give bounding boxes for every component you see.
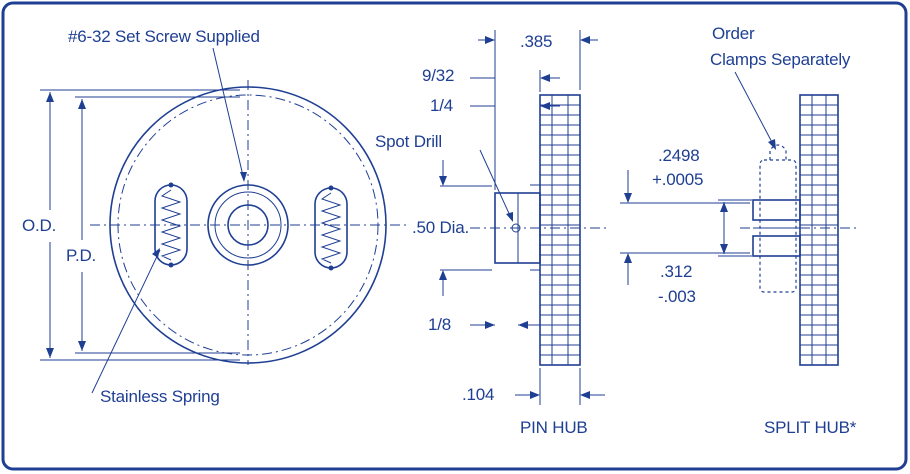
dim-385-label: .385 — [520, 32, 553, 51]
right-spring-slot — [314, 185, 348, 271]
pin-hub-view — [439, 30, 610, 405]
front-view — [40, 47, 410, 394]
order-clamps-label-2: Clamps Separately — [710, 50, 851, 69]
left-spring-slot — [154, 182, 188, 268]
stainless-spring-label: Stainless Spring — [100, 387, 220, 406]
dim-0005-label: +.0005 — [652, 170, 704, 189]
split-hub-label: SPLIT HUB* — [764, 418, 857, 437]
set-screw-label: #6-32 Set Screw Supplied — [68, 27, 260, 46]
dim-1-4-label: 1/4 — [430, 96, 454, 115]
dim-312-label: .312 — [660, 262, 693, 281]
spot-drill-label: Spot Drill — [375, 132, 442, 151]
dim-2498-label: .2498 — [658, 146, 700, 165]
pd-label: P.D. — [66, 246, 97, 265]
dim-104-label: .104 — [462, 385, 495, 404]
dia-50-label: .50 Dia. — [412, 218, 469, 237]
order-clamps-label-1: Order — [712, 24, 755, 43]
dim-1-8-label: 1/8 — [428, 315, 452, 334]
split-hub-view — [620, 71, 860, 366]
od-label: O.D. — [22, 216, 57, 235]
pin-hub-label: PIN HUB — [520, 418, 588, 437]
dim-003-label: -.003 — [658, 287, 696, 306]
dim-9-32-label: 9/32 — [422, 66, 455, 85]
